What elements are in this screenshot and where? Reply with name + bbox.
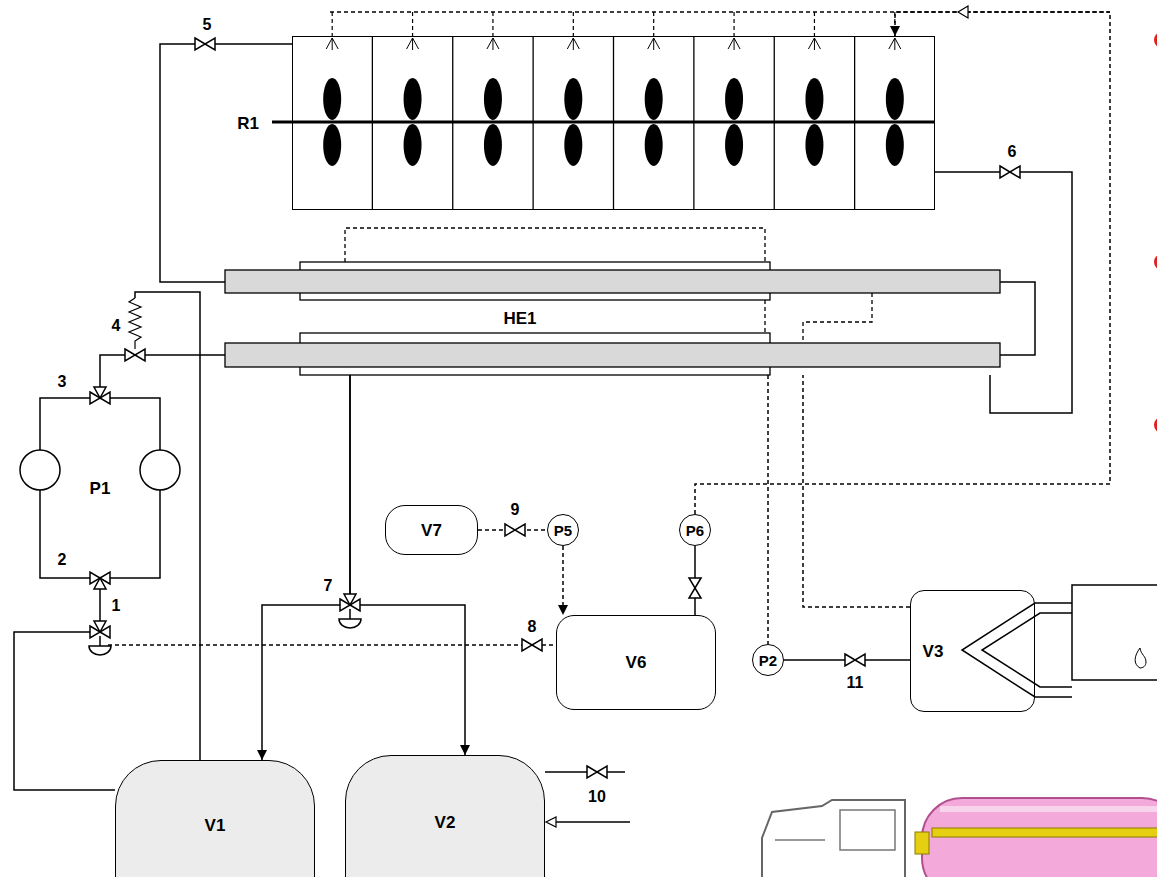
node-label: V1 (205, 817, 226, 834)
callout-number: 9 (509, 502, 522, 519)
callout-number: 1 (110, 598, 123, 615)
node-label: P6 (686, 523, 704, 538)
agitator-shaft (272, 121, 935, 124)
callout-number: 7 (322, 578, 335, 595)
pipe-line (262, 375, 350, 760)
bullet-dot (1154, 254, 1157, 270)
inlet-pipe (556, 821, 630, 823)
pipe-line (350, 375, 465, 755)
relief-valve (125, 292, 200, 760)
spray-header (330, 11, 1110, 12)
heater-vessel: V3 (910, 590, 1035, 712)
actuated-valve (339, 594, 361, 628)
bullet-dot (1154, 32, 1157, 48)
callout-number: 11 (845, 675, 866, 692)
node-label: P1 (90, 480, 111, 497)
pipe-line (100, 355, 225, 398)
valve-symbol (845, 654, 865, 666)
heat-exchanger: HE1 (225, 262, 1000, 375)
valve-symbol (522, 639, 542, 651)
pump-circle: P2 (752, 644, 784, 676)
node-label: V2 (435, 814, 456, 831)
pressure-gauge: P6 (679, 514, 711, 546)
signal-line (562, 546, 564, 615)
bullet-dot (1154, 417, 1157, 433)
node-label: V3 (921, 643, 946, 660)
valve-symbol (195, 38, 215, 50)
pipe-line (14, 578, 115, 790)
callout-number: 8 (526, 619, 539, 636)
gas-vessel: V6 (556, 615, 716, 710)
valve-symbol (505, 524, 525, 536)
inlet-arrow (546, 817, 556, 827)
heat-exchanger (225, 228, 1035, 375)
callout-number: 5 (201, 17, 214, 34)
gas-cylinder: V7 (385, 505, 478, 555)
storage-tank: V2 (345, 755, 545, 877)
node-label: HE1 (501, 310, 538, 327)
pipe-line (160, 44, 292, 282)
actuated-valve (89, 621, 111, 655)
callout-number: 4 (110, 318, 123, 335)
heating-coil (962, 603, 1072, 697)
reactor-vessel: R1 (292, 36, 935, 210)
callout-number: 10 (586, 789, 608, 806)
callout-number: 2 (56, 552, 69, 569)
valve-symbol (1000, 166, 1020, 178)
pipe (545, 771, 625, 773)
signal-line (803, 375, 910, 607)
callout-number: 6 (1006, 144, 1019, 161)
storage-tank: V1 (115, 760, 315, 877)
reactor-internals (323, 12, 904, 210)
node-label: P2 (759, 653, 777, 668)
node-label: V6 (626, 654, 647, 671)
pressure-gauge: P5 (547, 514, 579, 546)
burner-box (1072, 585, 1157, 680)
valve-symbol (689, 578, 701, 598)
signal-line (767, 375, 769, 644)
callout-number: 3 (56, 374, 69, 391)
tanker-picture (915, 798, 1157, 877)
valve-symbol (587, 766, 607, 778)
pump-loop (20, 387, 180, 589)
flow-arrow (958, 6, 968, 18)
truck-picture (762, 800, 905, 877)
node-label: V7 (421, 522, 442, 539)
control-line (108, 644, 556, 645)
node-label: R1 (235, 115, 261, 132)
node-label: P5 (554, 523, 572, 538)
